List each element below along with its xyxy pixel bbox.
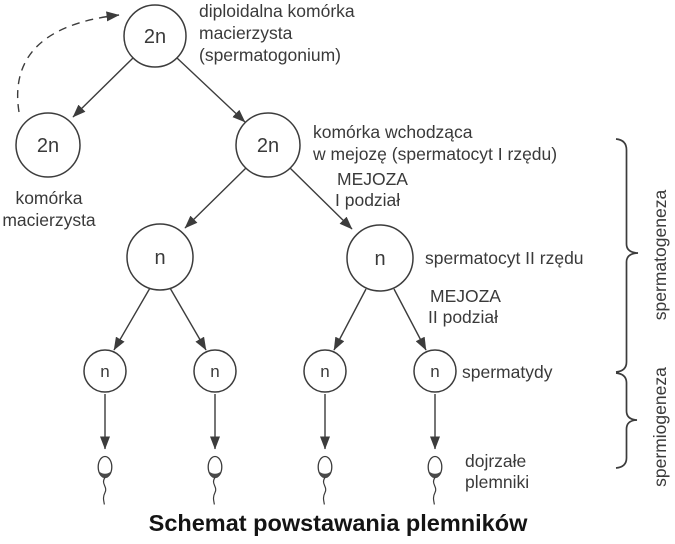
ploidy-stem-cell: 2n: [37, 135, 59, 157]
node-spermatid-4: [413, 349, 457, 393]
label-mature-sperm-line2: plemniki: [465, 472, 529, 492]
label-spermatogonium-line2: macierzysta: [199, 23, 293, 43]
node-spermatid-1: [83, 349, 127, 393]
arrow-meiosis-II-right-2: [393, 288, 427, 351]
sperm-cell-4: [427, 455, 443, 506]
label-spermatogonium-line3: (spermatogonium): [199, 45, 341, 65]
label-mature-sperm-line1: dojrzałe: [465, 451, 526, 471]
node-spermatocyte-I: [235, 112, 301, 178]
sperm-cell-3: [317, 455, 333, 506]
self-renewal-dashed-arrow: [16, 11, 120, 113]
node-spermatocyte-II-right: [346, 224, 414, 292]
arrow-meiosis-I-right: [289, 167, 353, 230]
label-spermatids: spermatydy: [462, 362, 553, 382]
ploidy-spermatid-3: n: [320, 362, 329, 381]
node-spermatocyte-II-left: [126, 223, 194, 291]
label-meiosis-II-line1: MEJOZA: [430, 286, 501, 306]
ploidy-spermatid-1: n: [100, 362, 109, 381]
node-stem-cell: [15, 112, 81, 178]
arrow-meiosis-II-left-1: [113, 287, 151, 351]
label-meiosis-I-line1: MEJOZA: [337, 169, 408, 189]
ploidy-spermatogonium: 2n: [144, 26, 166, 48]
label-spermatocyte-I-line1: komórka wchodząca: [313, 122, 473, 142]
sperm-cell-2: [207, 455, 223, 506]
label-phase-spermiogenesis: spermiogeneza: [650, 367, 670, 487]
arrow-meiosis-II-left-2: [169, 287, 207, 351]
arrow-meiosis-I-left: [184, 167, 247, 229]
label-spermatogonium-line1: diploidalna komórka: [199, 1, 355, 21]
arrow-meiosis-II-right-1: [333, 288, 367, 351]
sperm-cell-1: [97, 455, 113, 506]
bracket-spermatogenesis: [615, 138, 639, 373]
label-meiosis-I-line2: I podział: [335, 190, 400, 210]
ploidy-spermatocyte-II-left: n: [154, 247, 165, 269]
label-stem-cell-line2: macierzysta: [2, 210, 96, 230]
ploidy-spermatocyte-I: 2n: [257, 135, 279, 157]
bracket-spermiogenesis: [615, 372, 638, 469]
arrow-spermatogonium-to-spermatocyte-I: [176, 57, 246, 123]
diagram-title: Schemat powstawania plemników: [149, 510, 528, 536]
label-meiosis-II-line2: II podział: [428, 307, 498, 327]
ploidy-spermatid-4: n: [430, 362, 439, 381]
label-spermatocyte-I-line2: w mejozę (spermatocyt I rzędu): [312, 144, 557, 164]
arrow-spermatogonium-to-stem-cell: [72, 57, 134, 118]
label-spermatocyte-II: spermatocyt II rzędu: [425, 248, 584, 268]
ploidy-spermatid-2: n: [210, 362, 219, 381]
label-stem-cell-line1: komórka: [15, 188, 82, 208]
node-spermatid-2: [193, 349, 237, 393]
node-spermatid-3: [303, 349, 347, 393]
ploidy-spermatocyte-II-right: n: [374, 248, 385, 270]
node-spermatogonium: [123, 4, 187, 68]
label-phase-spermatogenesis: spermatogeneza: [650, 190, 670, 321]
